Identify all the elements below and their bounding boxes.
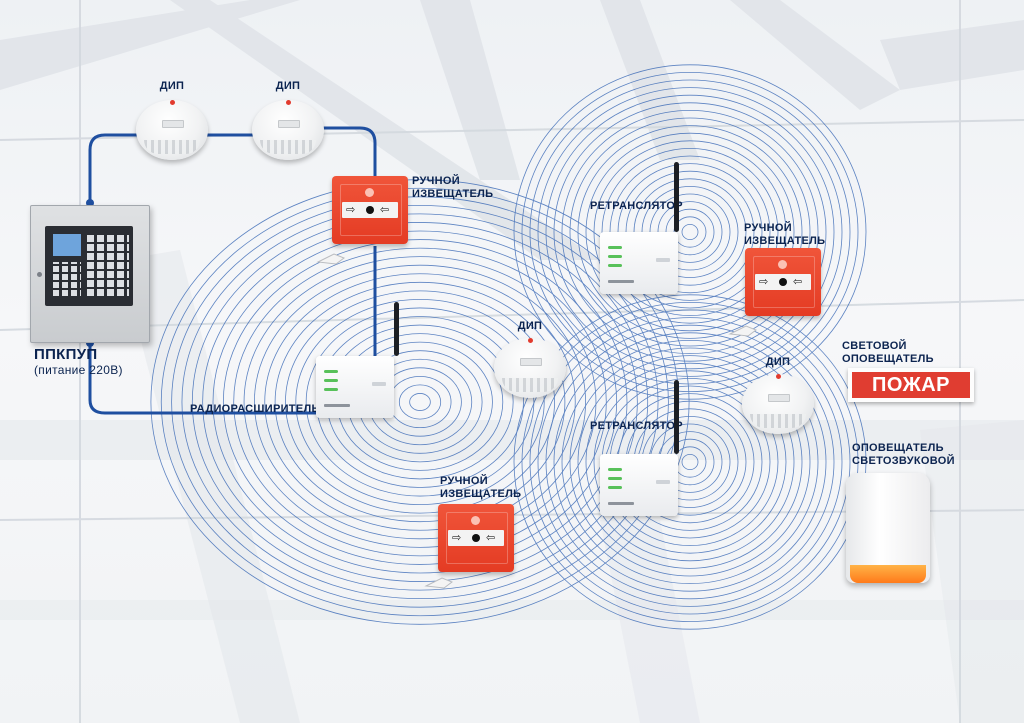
radio-wave-ring	[545, 324, 835, 600]
radio-wave-ring	[264, 273, 576, 531]
radio-wave-ring	[181, 204, 659, 600]
radio-wave-ring	[569, 347, 811, 577]
radio-wave-ring	[561, 110, 819, 354]
panel-title: ППКПУП	[34, 346, 98, 363]
radio-wave-ring	[681, 453, 699, 470]
radio-wave-ring	[521, 301, 859, 623]
radio-wave-ring	[585, 132, 795, 332]
radio-expander-icon	[316, 302, 399, 418]
manual-call-point-icon: ⇨⇦	[745, 248, 821, 316]
reset-key-icon	[728, 325, 758, 337]
repeater-icon	[600, 380, 682, 516]
light-alarm-label: СВЕТОВОЙ ОПОВЕЩАТЕЛЬ	[842, 340, 934, 365]
radio-wave-ring	[665, 208, 715, 256]
fire-sign-text: ПОЖАР	[852, 372, 970, 398]
radio-wave-ring	[521, 71, 859, 393]
radio-wave-ring	[295, 298, 545, 505]
repeater-icon	[600, 162, 682, 294]
siren-icon	[846, 473, 930, 587]
radio-wave-ring	[577, 125, 803, 339]
radio-wave-ring	[553, 332, 827, 592]
radio-wave-ring	[577, 355, 803, 569]
dip-1-label: ДИП	[159, 80, 185, 92]
radio-wave-ring	[212, 230, 628, 574]
light-sign-icon: ПОЖАР	[848, 368, 974, 402]
radio-wave-ring	[233, 247, 607, 557]
radio-wave-ring	[601, 147, 779, 316]
radio-wave-ring	[545, 94, 835, 370]
control-panel-icon	[30, 205, 150, 343]
manual-call-point-icon: ⇨⇦	[332, 176, 408, 244]
radio-wave-ring	[409, 393, 431, 411]
manual-call-point-2-label: РУЧНОЙ ИЗВЕЩАТЕЛЬ	[744, 222, 826, 247]
radio-wave-ring	[305, 307, 535, 497]
radio-wave-ring	[569, 117, 811, 347]
dip-4-label: ДИП	[765, 356, 791, 368]
reset-key-icon	[316, 253, 346, 265]
radio-wave-ring	[202, 222, 638, 582]
radio-wave-ring	[561, 339, 819, 584]
radio-wave-ring	[681, 223, 699, 240]
dip-3-label: ДИП	[517, 320, 543, 332]
radio-wave-ring	[585, 362, 795, 562]
radio-wave-ring	[593, 140, 787, 324]
radio-wave-ring	[513, 294, 867, 630]
radio-wave-ring	[553, 102, 827, 362]
smoke-detector-icon	[494, 334, 566, 400]
radio-wave-ring	[274, 281, 566, 523]
radio-wave-ring	[191, 213, 649, 591]
reset-key-icon	[424, 577, 454, 589]
radio-wave-ring	[529, 79, 851, 385]
radio-expander-label: РАДИОРАСШИРИТЕЛЬ	[190, 403, 320, 415]
radio-wave-ring	[285, 290, 555, 514]
radio-wave-ring	[243, 256, 597, 548]
manual-call-point-icon: ⇨⇦	[438, 504, 514, 572]
radio-wave-ring	[537, 87, 843, 377]
radio-wave-ring	[398, 384, 442, 420]
radio-wave-ring	[529, 309, 851, 615]
radio-wave-ring	[150, 179, 690, 625]
smoke-detector-icon	[136, 96, 208, 162]
radio-wave-ring	[171, 196, 669, 608]
smoke-detector-icon	[252, 96, 324, 162]
manual-call-point-3-label: РУЧНОЙ ИЗВЕЩАТЕЛЬ	[440, 475, 522, 500]
radio-wave-ring	[625, 170, 755, 294]
panel-subtitle: (питание 220В)	[34, 363, 123, 377]
dip-2-label: ДИП	[275, 80, 301, 92]
radio-wave-ring	[513, 64, 867, 400]
manual-call-point-1-label: РУЧНОЙ ИЗВЕЩАТЕЛЬ	[412, 175, 494, 200]
radio-wave-ring	[253, 264, 587, 540]
smoke-detector-icon	[742, 370, 814, 436]
radio-wave-ring	[593, 370, 787, 554]
radio-wave-ring	[537, 317, 843, 607]
radio-wave-ring	[641, 185, 739, 278]
siren-label: ОПОВЕЩАТЕЛЬ СВЕТОЗВУКОВОЙ	[852, 442, 955, 467]
repeater-1-label: РЕТРАНСЛЯТОР	[590, 200, 683, 212]
radio-wave-ring	[222, 239, 618, 565]
repeater-2-label: РЕТРАНСЛЯТОР	[590, 420, 683, 432]
